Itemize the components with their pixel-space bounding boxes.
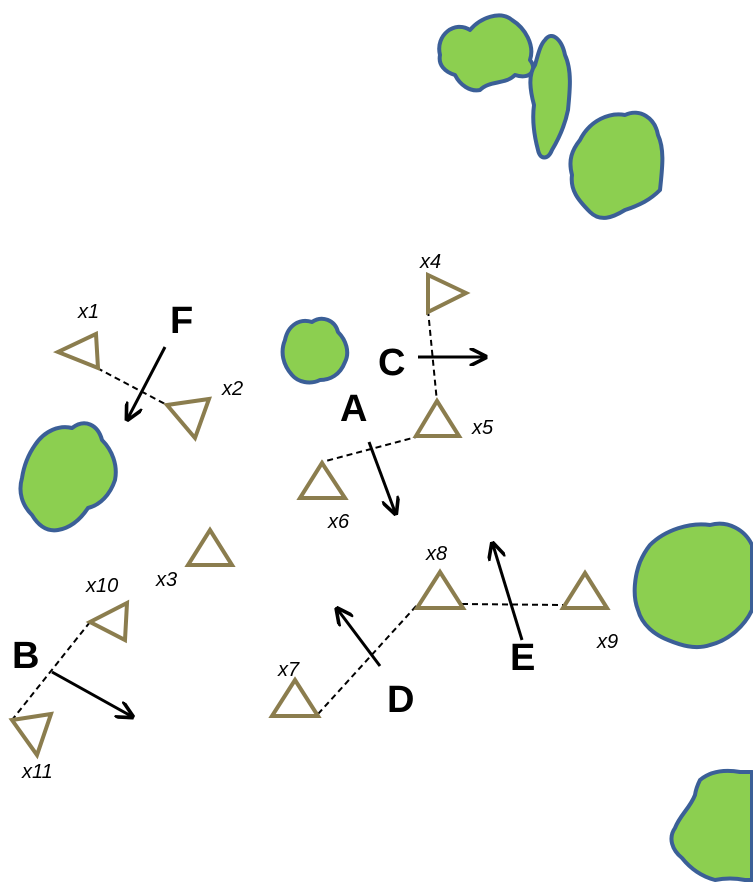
label-c: C (378, 342, 405, 384)
label-b: B (12, 635, 39, 677)
label-x6: x6 (327, 511, 350, 533)
arrow-b (51, 670, 131, 716)
station-x11 (8, 711, 54, 760)
island-center-small (280, 316, 350, 385)
island-right (632, 521, 753, 650)
connector-x7-x8 (317, 603, 419, 715)
station-x6 (296, 459, 349, 500)
station-x5 (412, 397, 463, 438)
label-x7: x7 (277, 659, 300, 681)
station-x7 (268, 676, 322, 718)
label-x4: x4 (419, 251, 441, 273)
arrow-f (128, 346, 167, 418)
station-x2 (163, 396, 213, 442)
connector-x10-x11 (11, 621, 91, 721)
island-top-left (437, 13, 536, 93)
arrow-e (493, 545, 524, 641)
label-x3: x3 (155, 569, 177, 591)
label-f: F (170, 300, 193, 342)
label-x8: x8 (425, 543, 447, 565)
label-d: D (387, 679, 414, 721)
island-top-middle (528, 34, 572, 160)
connector-x4-x5 (427, 309, 438, 403)
label-x1: x1 (77, 301, 99, 323)
station-x1 (53, 330, 101, 372)
label-x2: x2 (221, 378, 243, 400)
station-x4 (426, 271, 471, 316)
label-x9: x9 (596, 631, 618, 653)
label-e: E (510, 637, 535, 679)
connector-x1-x2 (96, 367, 168, 406)
arrow-a (367, 441, 395, 512)
station-x3 (184, 526, 236, 567)
arrow-d (338, 610, 382, 667)
station-x8 (413, 568, 467, 610)
station-x10 (85, 599, 130, 644)
label-a: A (340, 388, 367, 430)
label-x10: x10 (85, 575, 118, 597)
island-bottom-right (669, 769, 753, 882)
station-x9 (559, 569, 611, 610)
label-x5: x5 (471, 417, 494, 439)
island-left (18, 421, 118, 533)
island-top-right (568, 110, 665, 220)
label-x11: x11 (21, 761, 53, 783)
